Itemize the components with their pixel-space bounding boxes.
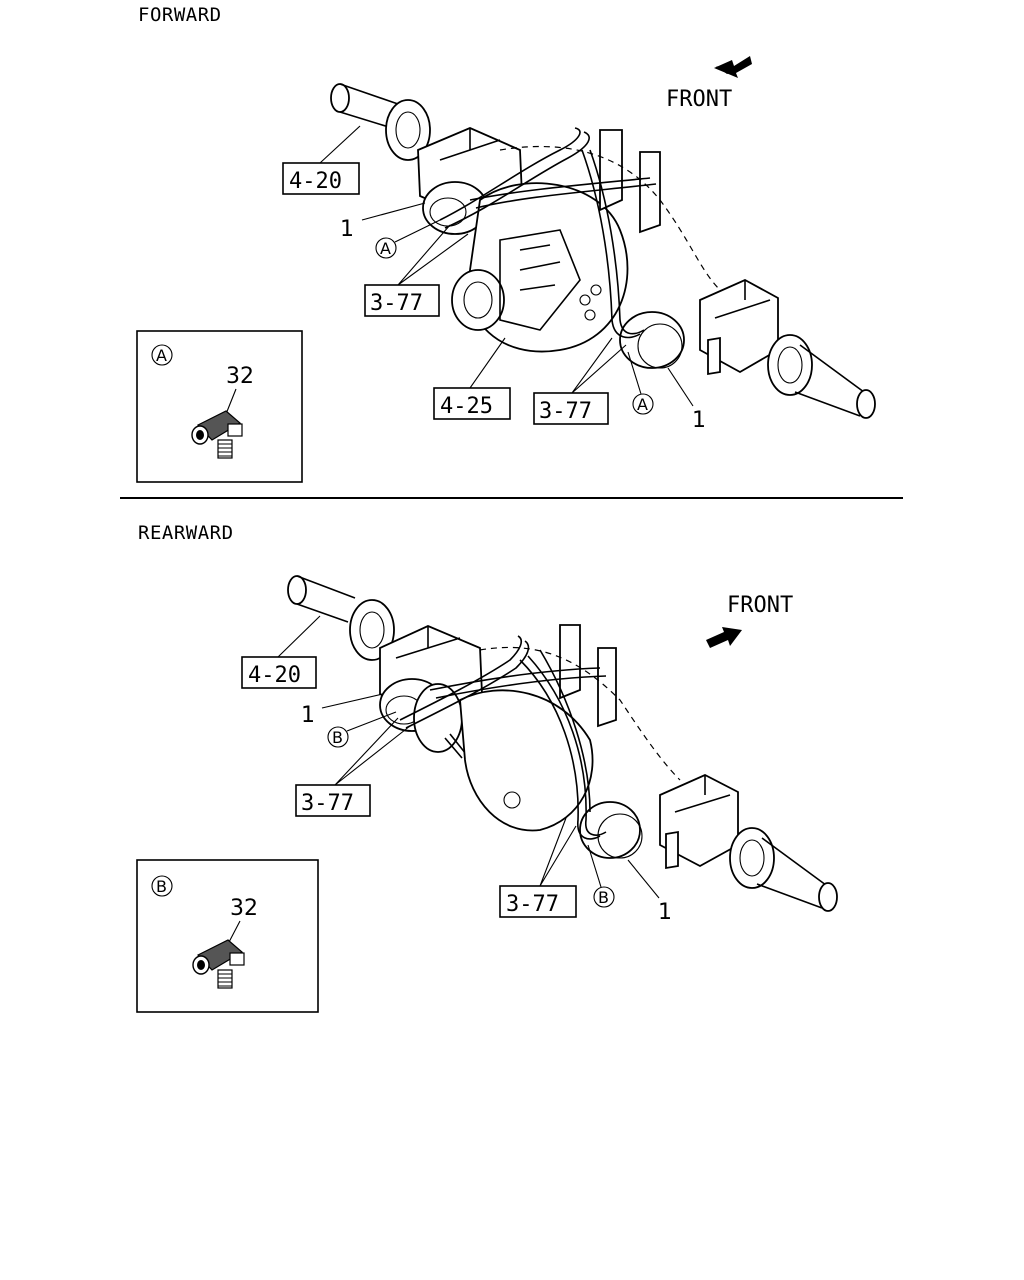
rearward-callout-box-3-77-left [295,784,371,817]
rearward-callout-box-4-20 [241,656,317,689]
rearward-item-1-right: 1 [658,900,672,925]
rearward-title: REARWARD [138,522,234,544]
rearward-detail-box: B 32 [136,859,319,1013]
forward-leader-4-25 [469,337,506,389]
forward-callout-box-3-77-right [533,392,609,425]
rearward-leader-marker-b-right [587,844,602,888]
rearward-callout-box-3-77-right [499,885,577,918]
forward-callout-4-20: 4-20 [289,169,342,194]
rearward-item-1-left: 1 [301,703,315,728]
rearward-leader-item-1-left [321,693,384,709]
forward-callout-box-4-20 [282,162,360,195]
forward-axle-assembly [330,83,876,419]
forward-item-1-right: 1 [692,408,706,433]
forward-detail-box: A 32 [136,330,303,483]
rearward-axle-assembly [287,575,838,912]
forward-marker-a-left [375,237,397,259]
rearward-front-label: FRONT [727,593,793,618]
rearward-front-arrow-icon [706,627,742,648]
rearward-callout-4-20: 4-20 [248,663,301,688]
forward-callout-4-25: 4-25 [440,394,493,419]
forward-leader-marker-a-left [394,219,441,243]
forward-marker-a-right [632,393,654,415]
rearward-detail-marker [151,875,173,897]
forward-elbow-fitting-icon [191,410,243,459]
forward-callout-box-4-25 [433,387,511,420]
forward-marker-a-right-text: A [637,395,648,414]
forward-section: FORWARD FRONT [136,4,876,483]
forward-item-1-left: 1 [340,217,354,242]
rearward-marker-b-left-text: B [332,728,343,747]
rearward-callout-3-77-right: 3-77 [506,892,559,917]
forward-callout-3-77-right: 3-77 [539,399,592,424]
rearward-section: REARWARD FRONT [136,522,838,1013]
rearward-detail-part-number: 32 [230,896,258,921]
forward-detail-marker [151,344,173,366]
rearward-detail-leader [227,920,241,945]
forward-callout-3-77-left: 3-77 [370,291,423,316]
rearward-leader-4-20 [277,615,321,658]
forward-leader-3-77-right [571,337,627,394]
rearward-detail-marker-text: B [156,877,167,896]
rearward-leader-item-1-right [627,859,660,899]
forward-front-arrow-icon [714,56,752,78]
forward-marker-a-left-text: A [380,239,391,258]
rearward-leader-3-77-right [539,817,577,887]
forward-detail-marker-text: A [156,346,167,365]
rearward-callout-3-77-left: 3-77 [301,791,354,816]
rearward-marker-b-right-text: B [598,888,609,907]
rearward-elbow-fitting-icon [192,939,245,989]
forward-detail-leader [225,388,237,415]
forward-leader-3-77-left [397,224,469,286]
rearward-marker-b-left [327,726,349,748]
forward-leader-4-20 [319,125,361,164]
forward-front-label: FRONT [666,87,732,112]
forward-leader-item-1-right [667,367,694,407]
rearward-leader-marker-b-left [346,711,397,732]
forward-leader-item-1-left [361,202,426,221]
rearward-leader-3-77-left [334,717,411,786]
forward-callout-box-3-77-left [364,284,440,317]
forward-leader-marker-a-right [627,351,642,395]
forward-title: FORWARD [138,4,222,26]
forward-detail-part-number: 32 [226,364,254,389]
rearward-marker-b-right [593,886,615,908]
